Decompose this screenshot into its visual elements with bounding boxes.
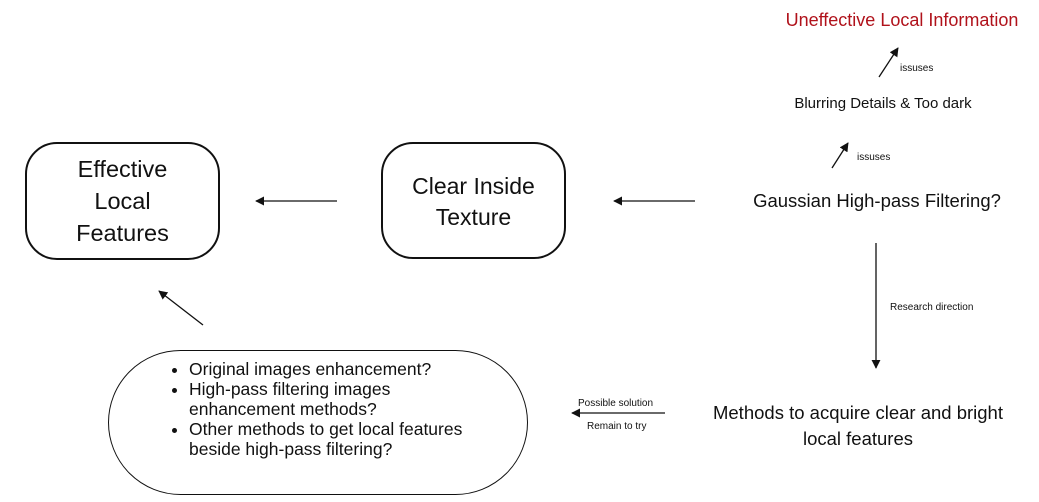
- clear-inside-texture-label: Clear Inside Texture: [412, 172, 535, 230]
- node-blurring-details: Blurring Details & Too dark: [794, 95, 972, 112]
- arrow-options-to-effective: [158, 290, 204, 326]
- node-methods-acquire: Methods to acquire clear and bright loca…: [712, 402, 1003, 449]
- option-item: Other methods to get local features besi…: [189, 419, 471, 459]
- node-gaussian-highpass: Gaussian High-pass Filtering?: [753, 190, 1001, 211]
- edge-label-issues-lower: issuses: [857, 152, 891, 163]
- edge-label-remain-to-try: Remain to try: [587, 421, 647, 432]
- arrow-blurring-to-uneffective: [878, 47, 899, 78]
- node-clear-inside-texture: Clear Inside Texture: [381, 142, 566, 259]
- node-uneffective-local-information: Uneffective Local Information: [785, 10, 1019, 30]
- arrow-gaussian-to-blurring: [831, 142, 849, 169]
- edge-label-issues-upper: issuses: [900, 63, 934, 74]
- effective-local-features-label: Effective Local Features: [76, 156, 169, 246]
- option-item: Original images enhancement?: [189, 359, 471, 379]
- options-list: Original images enhancement? High-pass f…: [163, 359, 471, 459]
- edge-label-research-direction: Research direction: [890, 302, 974, 313]
- edge-label-possible-solution: Possible solution: [578, 398, 654, 409]
- node-effective-local-features: Effective Local Features: [25, 142, 220, 260]
- option-item: High-pass filtering images enhancement m…: [189, 379, 471, 419]
- node-options-pill: Original images enhancement? High-pass f…: [108, 350, 528, 495]
